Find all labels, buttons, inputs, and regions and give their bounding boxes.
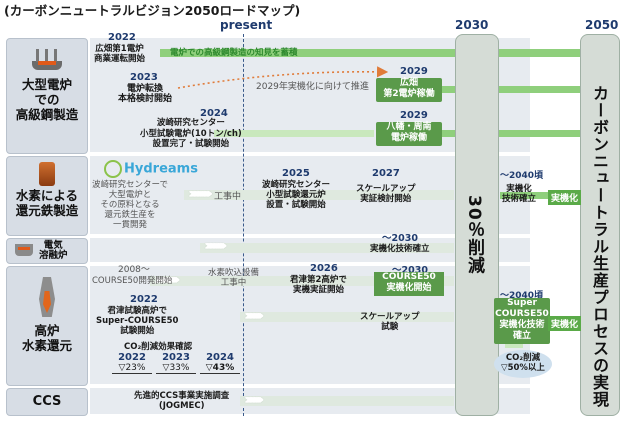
eaf-year-2023: 2023 [130, 72, 158, 83]
bf-year-2040: 〜2040頃 [500, 291, 544, 301]
hydreams-logo-mark [104, 160, 122, 178]
chevrons-bf-1: ›››››››››››››››››››››››››››› [154, 272, 180, 288]
bf-effects: 2022 ▽23% 2023 ▽33% 2024 ▽43% [112, 352, 242, 380]
bf-effect-2023: 2023 ▽33% [156, 352, 196, 374]
category-hydrogen-dri: 水素による 還元鉄製造 [6, 156, 88, 236]
category-smelting-label: 電気 溶融炉 [39, 240, 68, 261]
col2050-text: カーボンニュートラル生産プロセスの実現 [590, 85, 609, 408]
bf-effect-value: ▽43% [200, 363, 240, 374]
bf-effect-2024: 2024 ▽43% [200, 352, 240, 374]
bf-tag: 実機化 [548, 316, 582, 331]
bf-kimitsu: 君津第2高炉で 実機実証開始 [290, 275, 347, 295]
eaf-hasaki-test: 波崎研究センター 小型試験電炉(10トン/ch) 設置完了・試験開始 [140, 118, 242, 149]
ccs-survey: 先進的CCS事業実施調査 (JOGMEC) [134, 391, 230, 411]
category-eaf-label: 大型電炉 での 高級鋼製造 [15, 77, 79, 122]
bf-effect-value: ▽33% [156, 363, 196, 374]
category-eaf: 大型電炉 での 高級鋼製造 [6, 38, 88, 154]
hydrogen-scaleup: スケールアップ 実証検討開始 [356, 184, 416, 204]
column-2050: カーボンニュートラル生産プロセスの実現 [580, 34, 620, 416]
bf-effect-title: CO₂削減効果確認 [124, 342, 193, 352]
bf-effect-value: ▽23% [112, 363, 152, 374]
hydreams-logo: Hydreams [104, 160, 198, 178]
bf-course50-box: COURSE50 実機化開始 [374, 272, 444, 296]
eaf-icon [28, 49, 66, 73]
arrow-bar-knowledge [160, 49, 600, 57]
smelting-furnace-icon [15, 244, 33, 256]
blast-furnace-icon [37, 277, 57, 317]
smelting-year-2030: 〜2030 [382, 233, 418, 244]
eaf-hirohata2-box: 広畑 第2電炉稼働 [376, 78, 442, 102]
bf-year-2026: 2026 [310, 263, 338, 274]
bf-year-2030: 〜2030 [392, 265, 428, 276]
hydrogen-year-2040: 〜2040頃 [500, 171, 544, 181]
bf-co2-target: CO₂削減 ▽50%以上 [494, 350, 552, 378]
bf-year-2022: 2022 [130, 294, 158, 305]
timeline-present: present [220, 18, 273, 32]
eaf-knowledge: 電炉での高級鋼製造の知見を蓄積 [170, 48, 298, 58]
category-bf-label: 高炉 水素還元 [21, 323, 72, 353]
chevrons-smelting: ›››››››››››››››››››››››› [204, 238, 228, 254]
eaf-year-2024: 2024 [200, 108, 228, 119]
eaf-hirohata1: 広畑第1電炉 商業運転開始 [94, 44, 146, 64]
present-line [243, 34, 244, 416]
page-title: (カーボンニュートラルビジョン2050ロードマップ) [4, 3, 301, 18]
bf-scaleup: スケールアップ 試験 [360, 312, 420, 332]
category-hydrogen-label: 水素による 還元鉄製造 [15, 188, 79, 218]
hydrogen-construction: 工事中 [214, 192, 242, 202]
hydrogen-tag: 実機化 [548, 190, 582, 205]
hydreams-logo-text: Hydreams [124, 161, 198, 177]
timeline-2030: 2030 [455, 18, 489, 32]
eaf-year-2029a: 2029 [400, 66, 428, 77]
eaf-yawata-box: 八幡・周南 電炉稼働 [376, 122, 442, 146]
chevrons-ccs: ›››››››››››››››››››› [244, 392, 265, 408]
hydrogen-year-2025: 2025 [282, 168, 310, 179]
bf-effect-year: 2024 [206, 352, 234, 363]
bf-effect-2022: 2022 ▽23% [112, 352, 152, 374]
bf-effect-year: 2023 [162, 352, 190, 363]
bf-year-2008: 2008〜 [118, 265, 150, 275]
eaf-conversion: 電炉転換 本格検討開始 [118, 84, 173, 104]
category-ccs: CCS [6, 388, 88, 416]
hydrogen-establish: 実機化 技術確立 [502, 184, 537, 204]
bf-effect-year: 2022 [118, 352, 146, 363]
hydrogen-desc: 波崎研究センターで 大型電炉と その原料となる 還元鉄生産を 一貫開発 [92, 180, 168, 230]
bf-course50-start: COURSE50開発開始 [92, 276, 173, 286]
bf-super-box: Super COURSE50 実機化技術 確立 [494, 298, 550, 344]
column-2030: 30％削減 [455, 34, 499, 416]
category-smelting: 電気 溶融炉 [6, 238, 88, 264]
eaf-year-2022: 2022 [108, 32, 136, 43]
bf-kimitsu-test: 君津試験高炉で Super-COURSE50 試験開始 [96, 306, 179, 336]
eaf-push2029: 2029年実機化に向けて推進 [256, 82, 369, 92]
col2030-text: 30％削減 [464, 195, 484, 275]
chevrons-bf-2: ›››››››››››››››››››› [244, 308, 265, 324]
eaf-year-2029b: 2029 [400, 110, 428, 121]
smelting-establish: 実機化技術確立 [370, 244, 430, 254]
timeline-2050: 2050 [585, 18, 619, 32]
category-bf: 高炉 水素還元 [6, 266, 88, 386]
shaft-furnace-icon [39, 162, 55, 186]
hydrogen-shaft: 波崎研究センター 小型試験還元炉 設置・試験開始 [262, 180, 331, 210]
chevrons-hydrogen: ›››››››››››››››››››››››››› [188, 186, 213, 202]
hydrogen-year-2027: 2027 [372, 168, 400, 179]
bf-h2-injection: 水素吹込設備 工事中 [208, 268, 260, 288]
